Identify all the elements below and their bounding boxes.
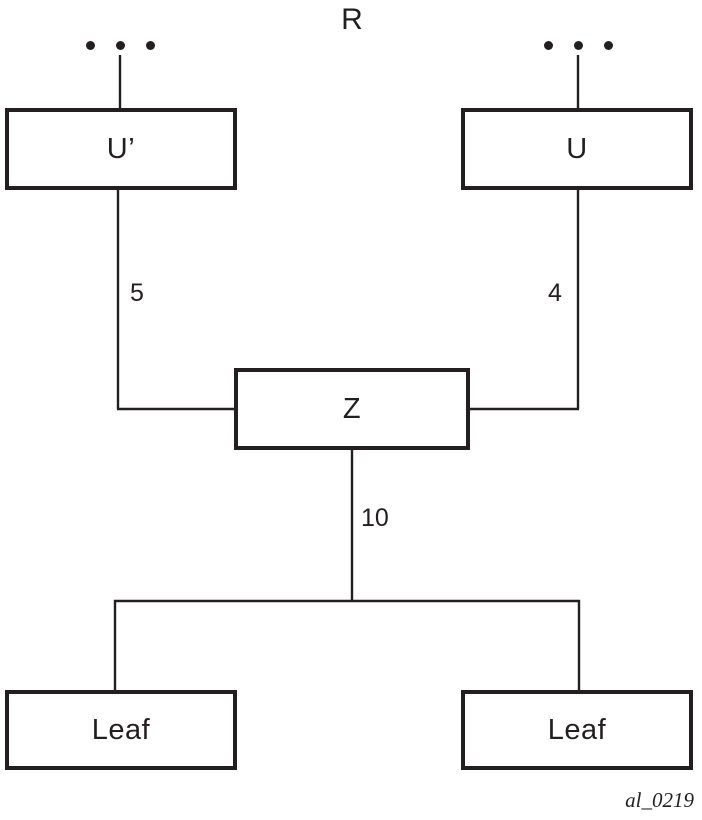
edge-label-z-leaves: 10: [361, 504, 389, 532]
ellipsis-dot: [86, 41, 95, 50]
node-z[interactable]: Z: [234, 368, 470, 450]
ellipsis-dot: [544, 41, 553, 50]
node-u[interactable]: U: [461, 108, 693, 190]
node-label: Z: [342, 392, 362, 425]
node-u-prime[interactable]: U’: [5, 108, 237, 190]
node-label: Leaf: [547, 713, 607, 746]
node-label: U: [566, 132, 588, 165]
ellipsis-dot: [116, 41, 125, 50]
ellipsis-right: [544, 41, 613, 53]
edge-label-uprime-z: 5: [130, 279, 144, 307]
figure-caption: al_0219: [625, 788, 694, 812]
node-leaf-right[interactable]: Leaf: [461, 690, 693, 770]
ellipsis-left: [86, 41, 155, 53]
node-label: U’: [106, 132, 136, 165]
ellipsis-dot: [574, 41, 583, 50]
ellipsis-dot: [146, 41, 155, 50]
root-label: R: [341, 3, 363, 36]
edge-label-u-z: 4: [548, 279, 562, 307]
node-label: Leaf: [91, 713, 151, 746]
node-leaf-left[interactable]: Leaf: [5, 690, 237, 770]
ellipsis-dot: [604, 41, 613, 50]
